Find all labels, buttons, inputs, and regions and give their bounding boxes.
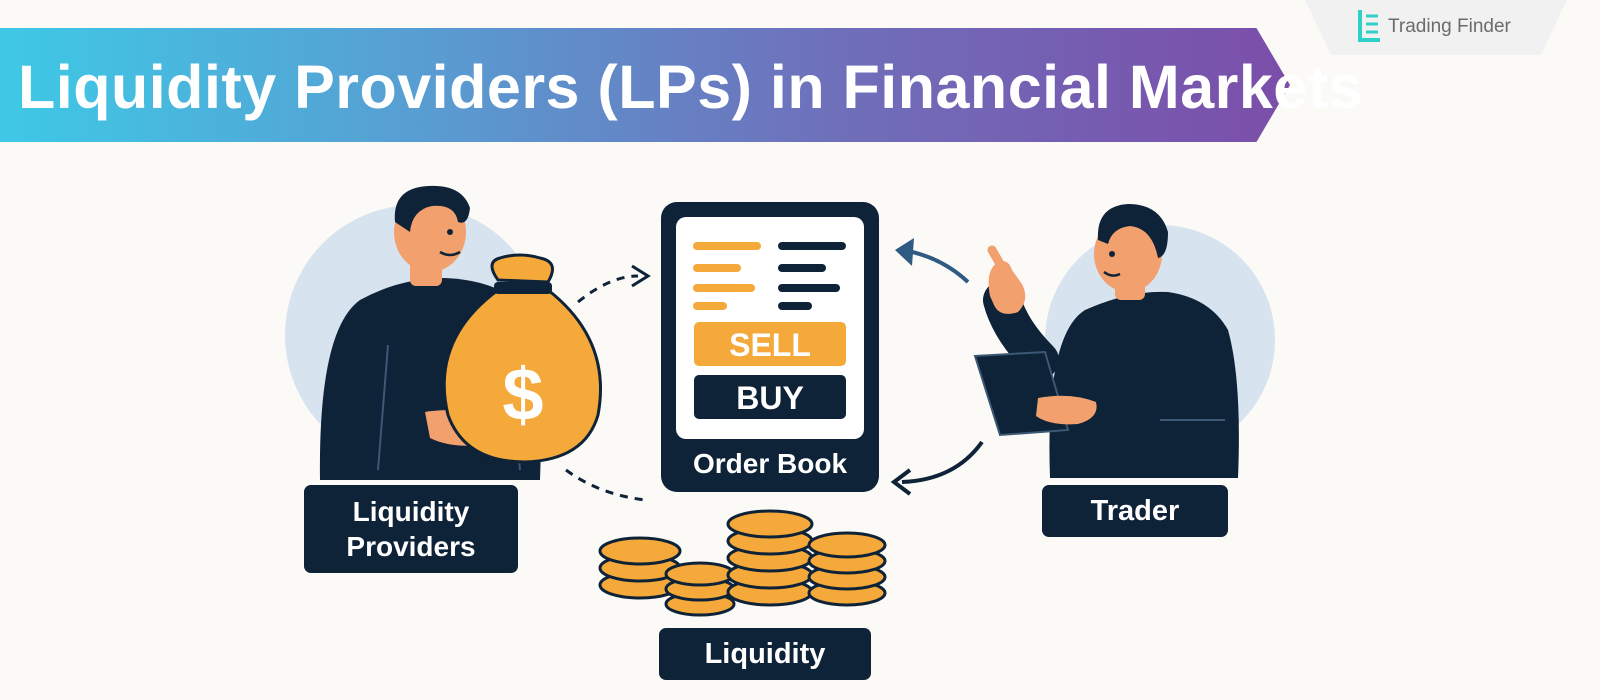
buy-label: BUY (736, 380, 804, 416)
sell-orders-lines (693, 242, 761, 310)
liquidity-label: Liquidity (659, 628, 871, 680)
page-title: Liquidity Providers (LPs) in Financial M… (18, 53, 1363, 121)
brand-tab (1305, 0, 1567, 55)
sell-box (694, 322, 846, 366)
liquidity-providers-label: Liquidity Providers (304, 485, 518, 573)
order-book-caption: Order Book (693, 448, 847, 479)
order-book-panel: SELL BUY Order Book (661, 202, 879, 492)
trader-label: Trader (1042, 485, 1228, 537)
sell-label: SELL (729, 327, 811, 363)
arrow-head-icon (631, 264, 651, 288)
brand-logo-icon (1358, 10, 1380, 42)
buy-orders-lines (778, 242, 846, 310)
trader-figure (973, 204, 1239, 478)
dollar-sign: $ (502, 353, 543, 436)
arrow-back-to-orderbook (901, 440, 984, 484)
arrow-head-icon (890, 468, 912, 496)
buy-box (694, 375, 846, 419)
title-banner (0, 28, 1290, 142)
arrow-head-icon (895, 238, 914, 266)
money-bag-icon: $ (442, 253, 602, 464)
dashed-arrow-to-orderbook (577, 274, 639, 304)
dashed-line-to-liquidity (565, 468, 647, 502)
coin-stacks-icon (598, 509, 887, 617)
brand-name: Trading Finder (1388, 16, 1511, 37)
